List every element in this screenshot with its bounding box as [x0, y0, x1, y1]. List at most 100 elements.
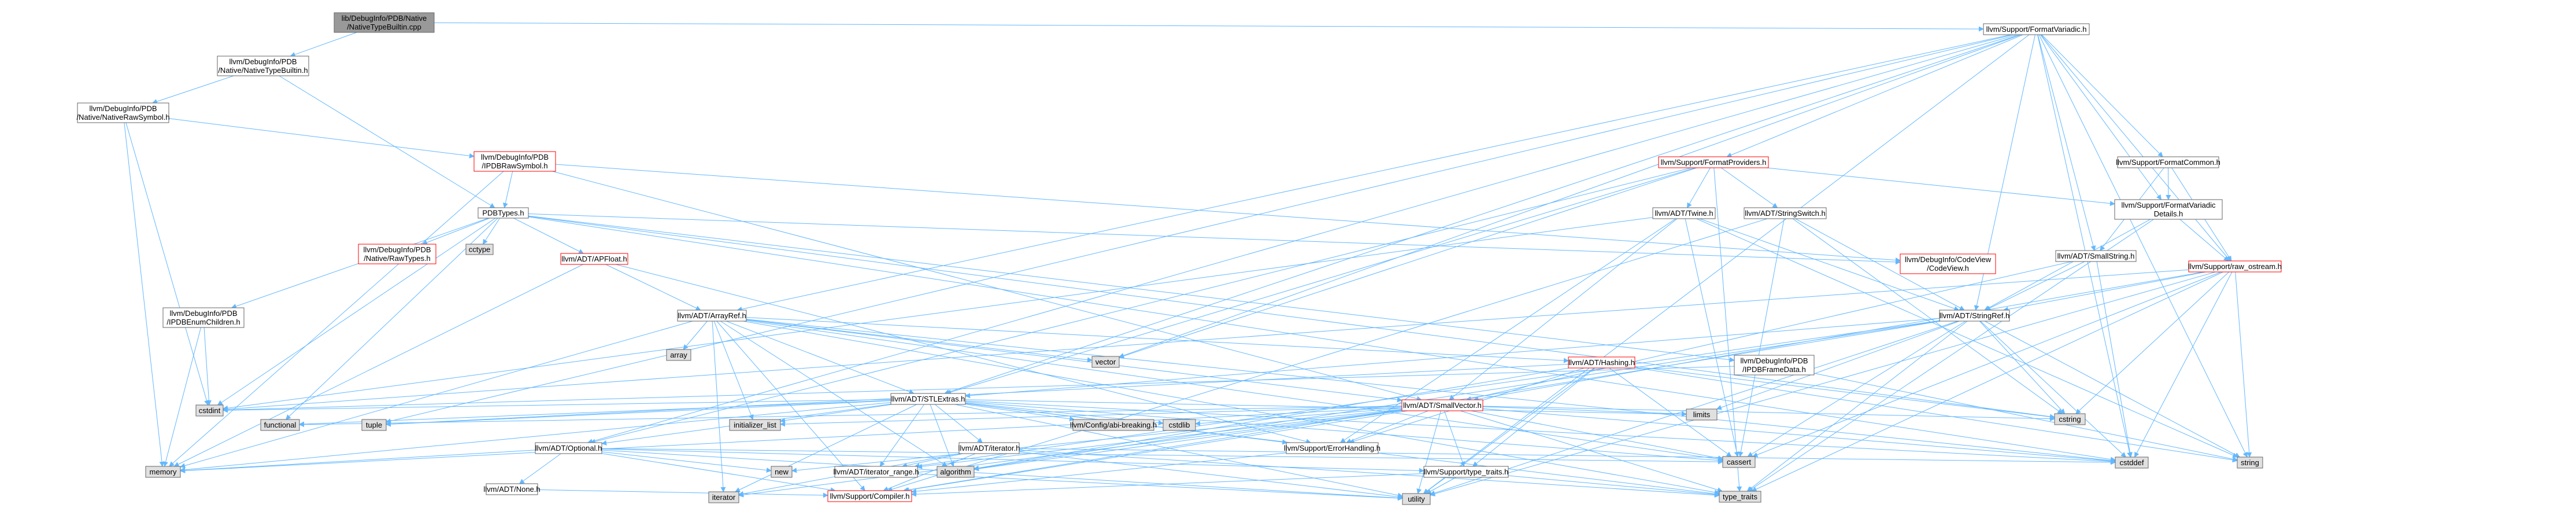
node-compiler[interactable]: llvm/Support/Compiler.h	[827, 490, 912, 502]
edge-fprov-to-fvdetails	[1766, 167, 2115, 207]
node-framedata[interactable]: llvm/DebugInfo/PDB/IPDBFrameData.h	[1734, 355, 1815, 376]
node-ntypes[interactable]: llvm/DebugInfo/PDB/Native/RawTypes.h	[358, 244, 436, 264]
edge-sswitch-to-cstring	[1792, 218, 2063, 414]
edge-fprov-to-twine	[1687, 167, 1711, 208]
node-label: /IPDBEnumChildren.h	[166, 318, 240, 326]
node-twine[interactable]: llvm/ADT/Twine.h	[1652, 207, 1716, 219]
node-box	[890, 393, 966, 405]
node-enumch[interactable]: llvm/DebugInfo/PDB/IPDBEnumChildren.h	[162, 307, 245, 328]
node-box	[729, 419, 781, 431]
node-root[interactable]: lib/DebugInfo/PDB/Native/NativeTypeBuilt…	[334, 12, 435, 33]
edge-svector-to-functional	[299, 406, 1402, 428]
node-label: llvm/ADT/Optional.h	[535, 444, 602, 452]
node-rawos[interactable]: llvm/Support/raw_ostream.h	[2188, 260, 2282, 273]
node-apfloat[interactable]: llvm/ADT/APFloat.h	[560, 253, 628, 265]
node-stlextras[interactable]: llvm/ADT/STLExtras.h	[890, 393, 966, 405]
node-nrs[interactable]: llvm/DebugInfo/PDB/Native/NativeRawSymbo…	[76, 102, 170, 123]
node-svector[interactable]: llvm/ADT/SmallVector.h	[1401, 399, 1483, 411]
edge-pdbtypes-to-cstring	[528, 216, 2055, 419]
node-pdbtypes[interactable]: PDBTypes.h	[478, 207, 529, 219]
node-iterrange[interactable]: llvm/ADT/iterator_range.h	[833, 466, 919, 478]
node-hashing[interactable]: llvm/ADT/Hashing.h	[1568, 356, 1635, 369]
node-ipdbrs[interactable]: llvm/DebugInfo/PDB/IPDBRawSymbol.h	[473, 151, 556, 172]
node-stringref[interactable]: llvm/ADT/StringRef.h	[1939, 310, 2010, 322]
edge-fvdetails-to-stringref	[1984, 219, 2151, 311]
node-cstdlib: cstdlib	[1163, 419, 1196, 431]
edge-iterator_h-to-utility	[1019, 451, 1403, 500]
node-label: llvm/DebugInfo/PDB	[89, 104, 157, 113]
node-sstring[interactable]: llvm/ADT/SmallString.h	[2055, 250, 2137, 262]
edge-optional-to-utility	[601, 450, 1403, 501]
node-optional[interactable]: llvm/ADT/Optional.h	[535, 442, 602, 454]
edge-twine-to-cassert	[1685, 218, 1739, 457]
node-box	[1568, 356, 1635, 369]
node-arrayref[interactable]: llvm/ADT/ArrayRef.h	[677, 310, 747, 322]
edge-rawos-to-cstddef	[2134, 271, 2233, 458]
edge-svector-to-cstring	[1482, 406, 2055, 422]
node-label: llvm/ADT/APFloat.h	[561, 255, 627, 263]
node-iterator: iterator	[708, 491, 739, 503]
node-label: llvm/Config/abi-breaking.h	[1070, 421, 1157, 429]
node-label: cstdlib	[1169, 421, 1190, 429]
edge-fv-to-stlextras	[944, 34, 2020, 395]
node-cvview[interactable]: llvm/DebugInfo/CodeView/CodeView.h	[1900, 253, 1996, 274]
edge-svector-to-algorithm	[974, 410, 1402, 472]
node-box	[1423, 466, 1509, 478]
edge-twine-to-string	[1696, 218, 2238, 458]
node-ntb[interactable]: llvm/DebugInfo/PDB/Native/NativeTypeBuil…	[217, 56, 309, 76]
edge-typetraits_h-to-type_traits	[1508, 475, 1720, 497]
edge-svector-to-cstdlib	[1195, 408, 1402, 426]
node-box	[1686, 408, 1718, 421]
node-none[interactable]: llvm/ADT/None.h	[483, 483, 541, 495]
node-box	[1900, 253, 1996, 274]
edge-iterator_h-to-compiler	[883, 453, 976, 492]
node-typetraits_h[interactable]: llvm/Support/type_traits.h	[1423, 466, 1509, 478]
node-box	[1744, 207, 1827, 219]
node-box	[708, 491, 739, 503]
node-box	[1719, 491, 1761, 503]
edge-fprov-to-vector	[1119, 167, 1697, 359]
edge-stlextras-to-cassert	[965, 402, 1723, 463]
edge-none-to-compiler	[537, 489, 828, 498]
edge-stringref-to-cassert	[1747, 321, 1966, 457]
node-vector: vector	[1091, 356, 1120, 368]
edge-fv-to-string	[2038, 34, 2248, 458]
node-label: llvm/ADT/StringSwitch.h	[1745, 209, 1825, 218]
node-box	[677, 310, 747, 322]
edge-iterator_h-to-type_traits	[1019, 450, 1720, 498]
node-fcommon[interactable]: llvm/Support/FormatCommon.h	[2116, 156, 2220, 168]
edge-arrayref-to-type_traits	[743, 321, 1720, 495]
edge-typetraits_h-to-compiler	[911, 473, 1424, 497]
edge-svector-to-type_traits	[1460, 410, 1723, 492]
edge-rawos-to-stringref	[2003, 271, 2206, 312]
node-label: limits	[1693, 410, 1711, 419]
node-errh[interactable]: llvm/Support/ErrorHandling.h	[1284, 442, 1380, 454]
edge-svector-to-cstddef	[1482, 408, 2116, 463]
node-fprov[interactable]: llvm/Support/FormatProviders.h	[1658, 156, 1769, 168]
node-fv[interactable]: llvm/Support/FormatVariadic.h	[1983, 23, 2090, 35]
node-label: llvm/ADT/iterator.h	[958, 444, 1020, 452]
edge-arrayref-to-hashing	[746, 317, 1569, 363]
node-box	[834, 466, 918, 478]
edge-stringref-to-string	[1985, 321, 2240, 458]
edge-hashing-to-cstring	[1634, 366, 2055, 419]
node-label: Details.h	[2154, 209, 2183, 218]
edge-stringref-to-type_traits	[1746, 321, 1968, 492]
node-label: llvm/ADT/SmallString.h	[2057, 252, 2135, 260]
edge-arrayref-to-vector	[746, 319, 1093, 363]
node-iterator_h[interactable]: llvm/ADT/iterator.h	[958, 442, 1020, 454]
edge-rawos-to-type_traits	[1751, 271, 2223, 492]
edge-pdbtypes-to-cstdint	[217, 218, 496, 406]
node-label: /IPDBRawSymbol.h	[482, 161, 547, 170]
edge-arrayref-to-compiler	[716, 321, 865, 491]
node-box	[77, 102, 169, 123]
node-sswitch[interactable]: llvm/ADT/StringSwitch.h	[1744, 207, 1827, 219]
edge-optional-to-typetraits_h	[601, 448, 1424, 473]
node-box	[666, 349, 691, 361]
node-label: cassert	[1727, 458, 1751, 466]
edge-iterator_h-to-iterrange	[901, 453, 963, 468]
edge-pdbtypes-to-cstddef	[528, 216, 2116, 462]
node-box	[478, 207, 529, 219]
edge-fv-to-vector	[1119, 34, 2022, 358]
